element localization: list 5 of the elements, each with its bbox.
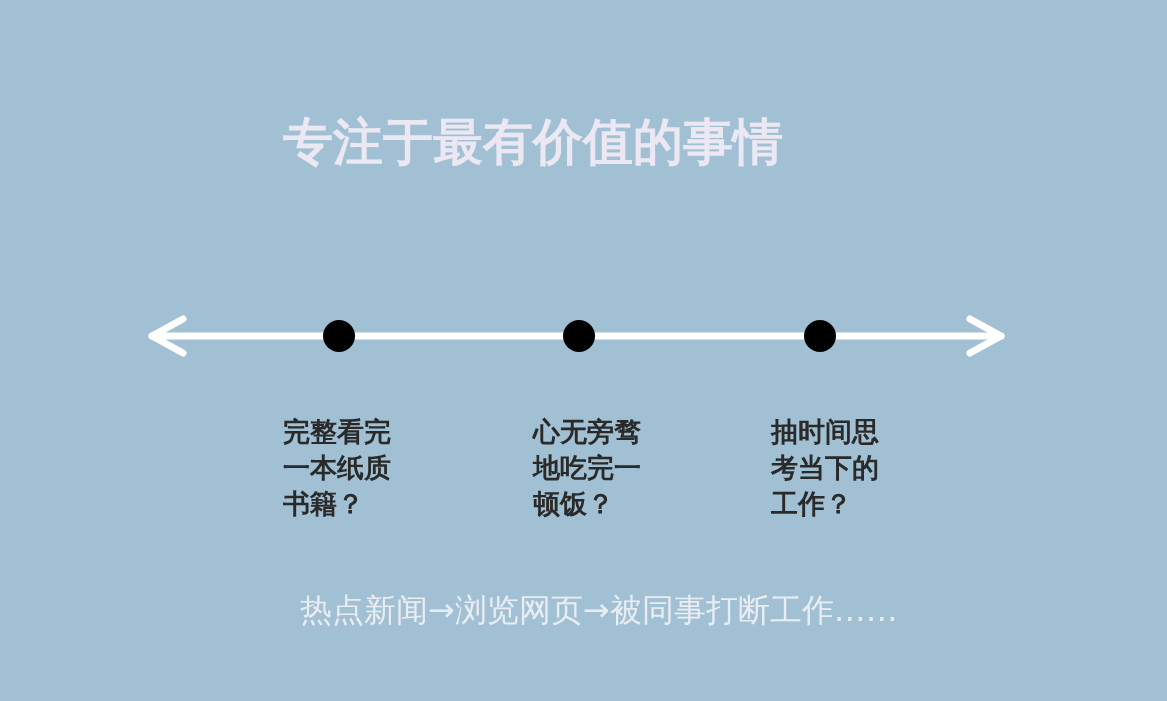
question-text: 完整看完一本纸质书籍？ xyxy=(283,415,392,521)
question-text: 抽时间思考当下的工作？ xyxy=(771,415,880,521)
question-text: 心无旁骛地吃完一顿饭？ xyxy=(533,415,642,521)
note-text: 热点新闻→浏览网页→被同事打断工作…… xyxy=(300,590,898,631)
title: 专注于最有价值的事情 xyxy=(283,112,783,173)
